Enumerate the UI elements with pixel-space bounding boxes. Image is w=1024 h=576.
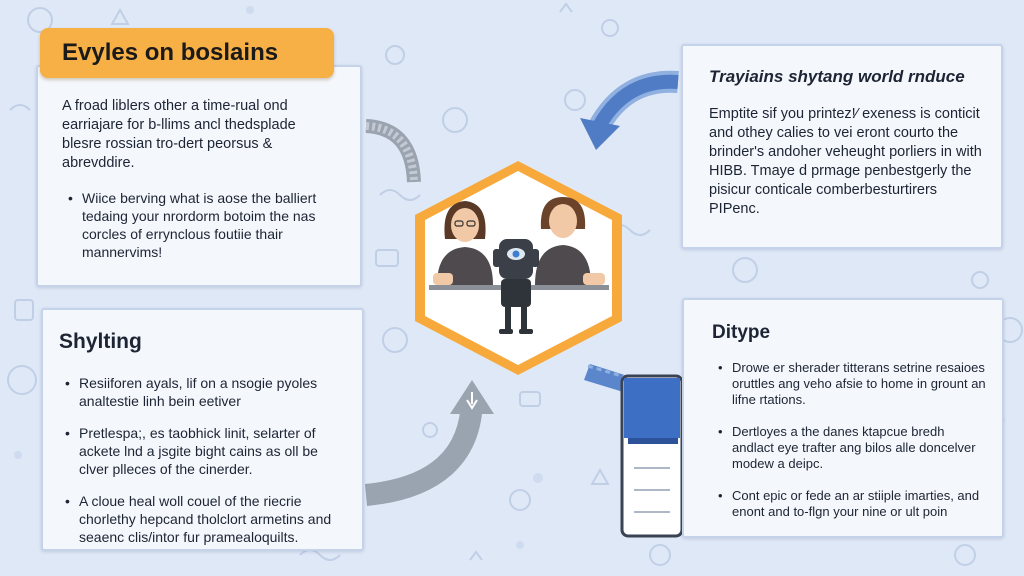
- ditype-panel-title: Ditype: [712, 322, 771, 343]
- intro-panel: A froad liblers other a time-rual ond ea…: [36, 65, 362, 287]
- ditype-panel: Ditype Drowe er sherader titterans setri…: [682, 298, 1004, 538]
- main-title: Evyles on boslains: [40, 28, 334, 78]
- hexagon-scene-icon: [415, 161, 622, 375]
- shylting-bullet: A cloue heal woll couel of the riecrie c…: [59, 492, 344, 546]
- shylting-panel-title: Shylting: [59, 330, 142, 353]
- top-left-arrow: [365, 119, 421, 183]
- world-panel: Trayiains shytang world rnduce Emptite s…: [681, 44, 1003, 249]
- shylting-panel: Shylting Resiiforen ayals, lif on a nsog…: [41, 308, 364, 551]
- bottom-left-arrow: [364, 380, 494, 506]
- shylting-bullet: Resiiforen ayals, lif on a nsogie pyoles…: [59, 374, 344, 410]
- intro-bullet: Wiice berving what is aose the balliert …: [62, 189, 338, 261]
- ditype-bullet: Drowe er sherader titterans setrine resa…: [712, 360, 986, 408]
- ditype-bullet: Dertloyes a the danes ktapcue bredh andl…: [712, 424, 986, 472]
- person-left-icon: [433, 201, 493, 285]
- shylting-bullets: Resiiforen ayals, lif on a nsogie pyoles…: [59, 374, 344, 546]
- shylting-bullet: Pretlespa;, es taobhick linit, selarter …: [59, 424, 344, 478]
- ditype-bullets: Drowe er sherader titterans setrine resa…: [712, 360, 986, 520]
- top-right-arrow: [580, 70, 679, 150]
- ditype-bullet: Cont epic or fede an ar stiiple imarties…: [712, 488, 986, 520]
- intro-paragraph: A froad liblers other a time-rual ond ea…: [62, 98, 296, 171]
- intro-bullets: Wiice berving what is aose the balliert …: [62, 189, 338, 261]
- world-panel-paragraph: Emptite sif you printez!⁄ exeness is con…: [709, 106, 982, 217]
- person-right-icon: [535, 197, 605, 285]
- central-hexagon-illustration: [411, 157, 626, 379]
- world-panel-title: Trayiains shytang world rnduce: [709, 67, 965, 86]
- tablet-illustration: [620, 374, 682, 538]
- robot-icon: [493, 239, 539, 334]
